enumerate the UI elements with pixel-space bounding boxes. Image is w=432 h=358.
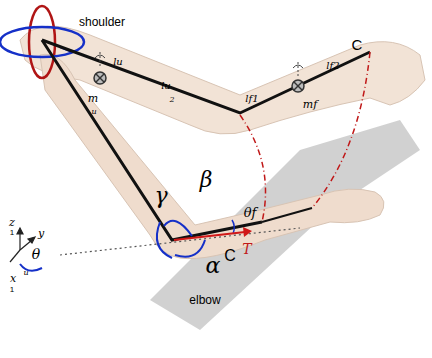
mass-label: m bbox=[88, 93, 98, 104]
angle-label: γ bbox=[154, 185, 167, 207]
length-label: lu bbox=[161, 81, 171, 91]
angle-label: β bbox=[200, 169, 213, 191]
part-name: shoulder bbox=[79, 16, 125, 28]
mass-label: mf bbox=[303, 99, 318, 110]
superscript: u bbox=[23, 269, 28, 277]
length-label: lu bbox=[113, 57, 123, 67]
length-label: lf2 bbox=[326, 61, 339, 71]
angle-label: θ bbox=[32, 247, 40, 261]
angle-label: α bbox=[206, 255, 221, 277]
subscript: u bbox=[91, 108, 96, 116]
length-label: lf1 bbox=[245, 94, 258, 104]
axis-label: x bbox=[10, 273, 16, 284]
axis-label: z bbox=[9, 217, 15, 228]
subscript: 1 bbox=[10, 229, 14, 237]
subscript: 1 bbox=[10, 286, 14, 294]
rotation-symbol: C bbox=[224, 248, 236, 264]
point-label: C bbox=[352, 37, 363, 52]
axis-label: y bbox=[38, 228, 44, 239]
part-name: elbow bbox=[189, 294, 220, 306]
subscript: 2 bbox=[169, 96, 174, 104]
angle-label: θf bbox=[244, 206, 257, 219]
torque-label: T bbox=[242, 242, 251, 256]
